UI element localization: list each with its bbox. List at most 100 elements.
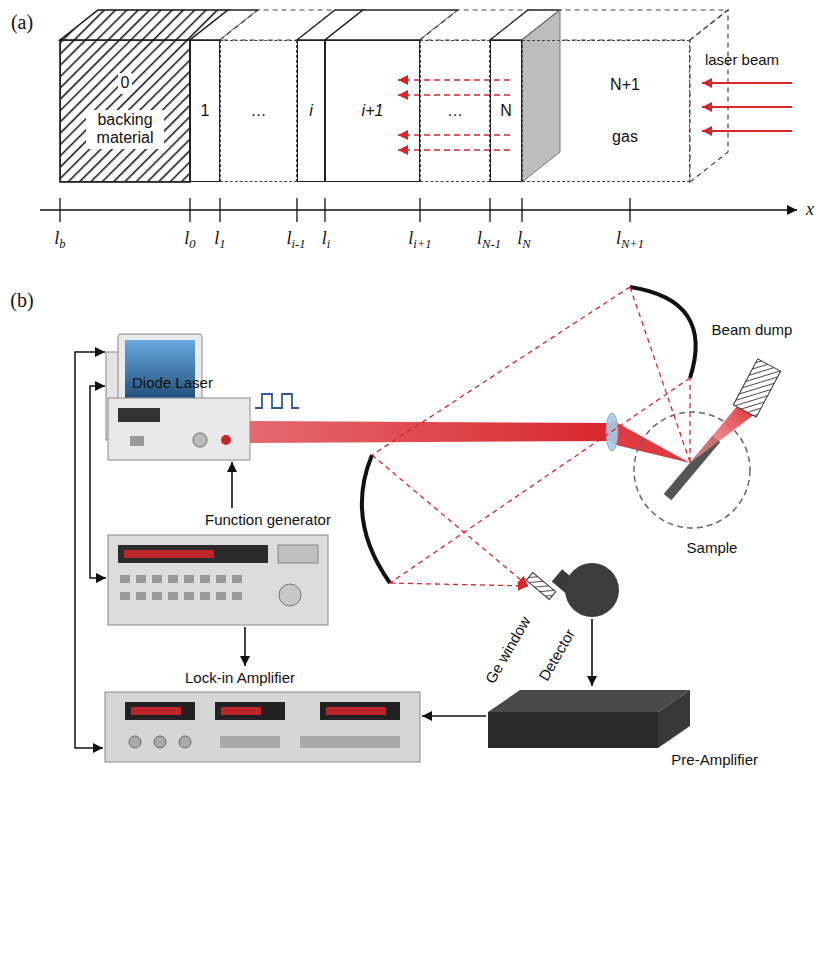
dashed-ray xyxy=(398,79,510,81)
device-key xyxy=(216,575,226,583)
layer-front xyxy=(325,40,420,182)
device-key xyxy=(152,592,162,600)
device-panel xyxy=(278,545,318,563)
diode-laser: Diode Laser xyxy=(108,373,250,460)
axis-tick-label: li-1 xyxy=(286,228,305,252)
device-knob xyxy=(129,736,141,748)
device-label: Pre-Amplifier xyxy=(488,750,758,770)
device-display xyxy=(118,545,268,563)
dashed-ray xyxy=(398,149,510,151)
device-key xyxy=(232,575,242,583)
axis-tick xyxy=(189,198,190,222)
square-wave xyxy=(255,394,299,408)
device-label: Detector xyxy=(534,625,580,684)
lock-in-amplifier: Lock-in Amplifier xyxy=(105,668,420,762)
dashed-ray xyxy=(372,455,528,586)
component-label: Beam dump xyxy=(712,321,793,339)
dashed-ray xyxy=(398,134,510,136)
device-case xyxy=(108,398,250,460)
signal-arrow xyxy=(244,627,246,666)
surface-plane xyxy=(522,10,560,182)
device-keys xyxy=(300,736,400,748)
display-segment xyxy=(124,550,214,558)
device-button xyxy=(221,435,231,445)
device-label: Diode Laser xyxy=(108,373,250,393)
device-key xyxy=(184,575,194,583)
device-key xyxy=(152,575,162,583)
device-key xyxy=(136,575,146,583)
layer-gap: … xyxy=(220,40,297,182)
gas-side xyxy=(690,10,728,182)
lock-in-device xyxy=(105,692,420,762)
axis-tick xyxy=(59,198,60,222)
function-generator: Function generator xyxy=(108,510,358,625)
device-display xyxy=(215,702,285,720)
x-axis xyxy=(40,198,797,222)
dashed-ray xyxy=(372,287,630,455)
device-key xyxy=(200,592,210,600)
ge-window xyxy=(526,573,555,600)
layer-box: 1 xyxy=(190,40,220,182)
axis-tick-label: li+1 xyxy=(408,228,431,252)
backing-front xyxy=(60,40,190,182)
device-label: Function generator xyxy=(108,510,358,530)
layer-label: N xyxy=(500,102,512,120)
display-segment xyxy=(326,707,386,715)
device-display xyxy=(320,702,400,720)
laser-arrow xyxy=(702,106,792,108)
device-key xyxy=(200,575,210,583)
laser-arrow xyxy=(702,82,792,84)
laser-beam xyxy=(250,413,690,463)
backing-layer: 0 backing material xyxy=(60,40,190,182)
signal-arrow xyxy=(422,715,486,717)
gas-region: N+1gas xyxy=(522,40,690,182)
device-display xyxy=(125,702,195,720)
axis-tick-label: li xyxy=(322,228,331,252)
axis-tick-label: lb xyxy=(54,228,65,252)
device-knob xyxy=(279,584,301,606)
device-key xyxy=(130,436,144,446)
sensor-body xyxy=(733,359,780,417)
internal-rays xyxy=(398,80,510,150)
layer-front xyxy=(297,40,325,182)
layer-gap: … xyxy=(420,40,490,182)
panel-label: (b) xyxy=(10,288,33,312)
component-label: Ge window xyxy=(482,613,535,686)
sensor-cone xyxy=(690,405,755,463)
axis-label: x xyxy=(806,199,814,221)
detector-assembly xyxy=(526,563,619,617)
axis-tick xyxy=(419,198,420,222)
layer-front xyxy=(420,40,490,182)
detector: Detector xyxy=(565,563,619,617)
panel-label: (a) xyxy=(11,10,33,34)
beam-label: laser beam xyxy=(705,51,779,69)
device-key xyxy=(168,592,178,600)
box-front xyxy=(488,712,658,748)
layer-label: backing material xyxy=(86,110,164,149)
layer-label: i+1 xyxy=(362,102,384,120)
dashed-ray xyxy=(398,94,510,96)
layer-label: i xyxy=(309,102,313,120)
display-segment xyxy=(131,707,181,715)
device-keys xyxy=(220,736,280,748)
pre-amplifier: Pre-Amplifier xyxy=(488,688,758,770)
axis-tick-label: lN+1 xyxy=(616,228,644,252)
device-key xyxy=(184,592,194,600)
reflected-rays xyxy=(372,287,690,586)
display-segment xyxy=(221,707,261,715)
pre-amplifier-device xyxy=(488,690,690,748)
axis-tick-label: l0 xyxy=(184,228,195,252)
beam xyxy=(250,421,612,443)
bus-wire xyxy=(90,386,106,578)
layer-stack xyxy=(60,10,728,182)
beam-dump-arc xyxy=(630,287,696,378)
device-key xyxy=(120,592,130,600)
signal-arrow xyxy=(591,619,593,686)
box-top xyxy=(488,690,690,712)
layer-box: i xyxy=(297,40,325,182)
device-key xyxy=(216,592,226,600)
axis-tick xyxy=(629,198,630,222)
device-display xyxy=(118,408,160,422)
layer-label: 0 xyxy=(118,73,133,93)
axis-tick xyxy=(296,198,297,222)
